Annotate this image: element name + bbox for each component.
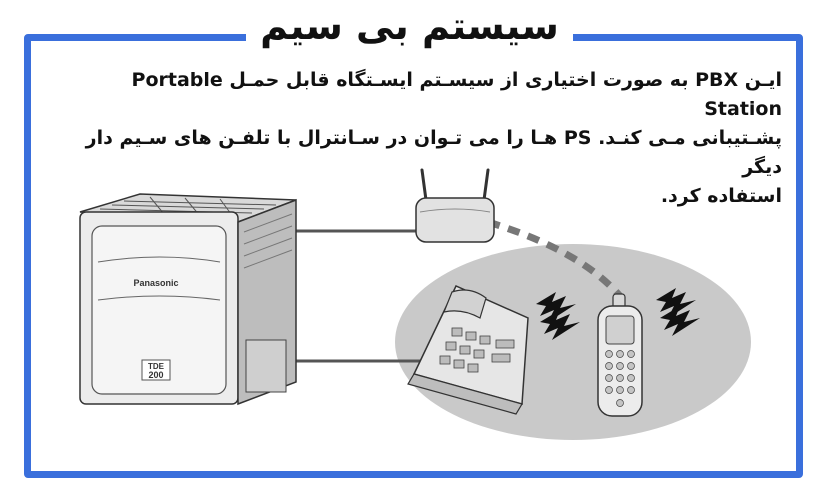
pbx-model-line-2: 200 [148,370,163,380]
pbx-cabinet: Panasonic TDE 200 [79,193,297,406]
description-block: ایـن PBX به صورت اختیاری از سیسـتم ایسـت… [52,66,782,211]
description-line-3: استفاده کرد. [660,185,782,207]
desk-phone [407,285,529,415]
portable-handset [597,293,643,417]
description-line-1: ایـن PBX به صورت اختیاری از سیسـتم ایسـت… [131,69,782,120]
title-text: سیستم بی سیم [246,4,573,48]
diagram-title: سیستم بی سیم [0,2,819,50]
pbx-brand-label: Panasonic [133,278,178,288]
pbx-model-line-1: TDE [148,362,165,371]
signal-lightning-icon [536,292,580,340]
cell-station-unit [415,168,495,243]
description-line-2: پشـتیبانی مـی کنـد. PS هـا را می تـوان د… [85,127,782,178]
wireless-link-dashed [486,218,623,299]
signal-lightning-icon-2 [656,288,700,336]
